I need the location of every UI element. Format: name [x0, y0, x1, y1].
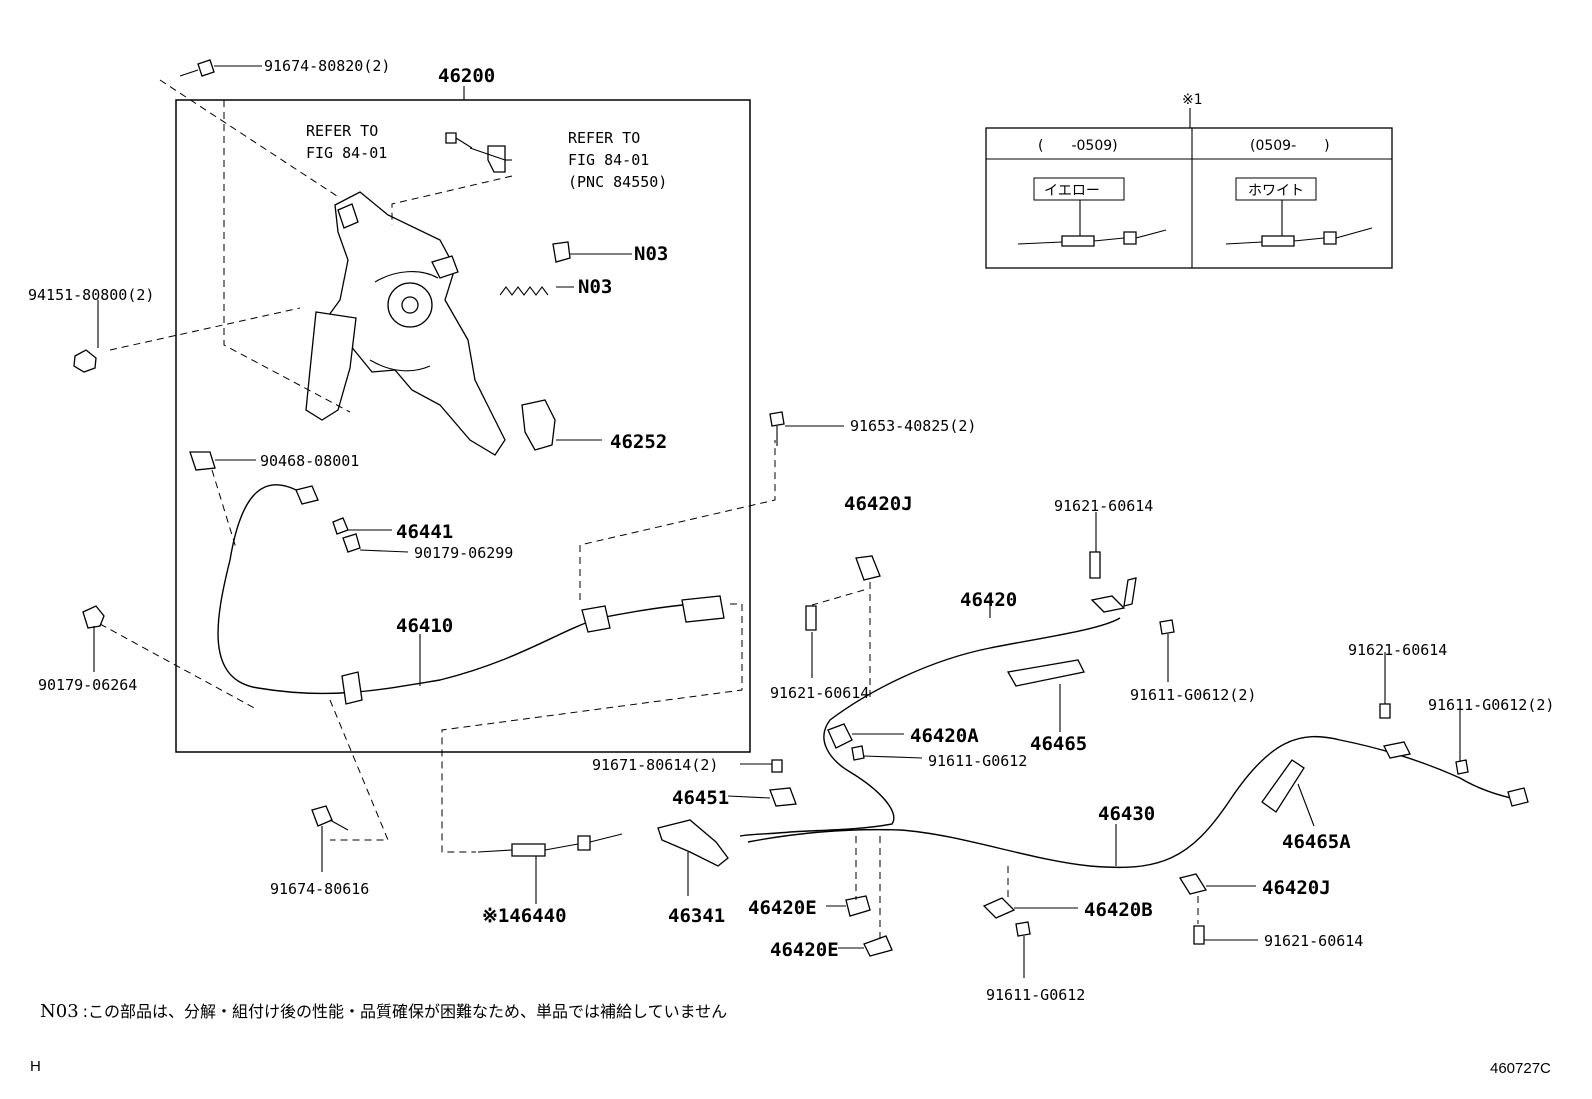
label-46441: 46441: [396, 521, 453, 543]
label-46420: 46420: [960, 589, 1017, 611]
label-91671-80614: 91671-80614(2): [592, 756, 718, 774]
label-90179-06299: 90179-06299: [414, 544, 513, 562]
inset-mark: ※1: [1182, 92, 1203, 108]
bolt-91611-G0612-2b: [1455, 759, 1469, 775]
corner-left-code: H: [30, 1058, 41, 1075]
label-46420E-b: 46420E: [770, 939, 839, 961]
leader-lines: [93, 65, 1461, 978]
label-46420J-top: 46420J: [844, 493, 913, 515]
label-91674-80820: 91674-80820(2): [264, 57, 390, 75]
label-46420B: 46420B: [1084, 899, 1153, 921]
label-46465A: 46465A: [1282, 831, 1351, 853]
adjuster-46441: [295, 485, 319, 505]
cable-46440: [477, 833, 623, 857]
label-n03-b: N03: [578, 276, 612, 298]
label-91653-40825: 91653-40825(2): [850, 417, 976, 435]
label-pnc-84550: (PNC 84550): [568, 173, 667, 191]
label-46200: 46200: [438, 65, 495, 87]
bracket-46451: [769, 787, 797, 807]
label-46440: ※146440: [482, 905, 567, 927]
clamp-46420B: [982, 897, 1016, 919]
cable-46410: [217, 484, 721, 695]
bolt-90179-06264: [82, 605, 105, 629]
bolt-91621-60614-c: [1379, 703, 1391, 719]
label-46420J-bottom: 46420J: [1262, 877, 1331, 899]
bolt-91611-G0612-a: [851, 745, 865, 761]
label-91621-60614-c: 91621-60614: [1348, 641, 1447, 659]
label-46420A: 46420A: [910, 725, 979, 747]
label-refer-to-2: REFER TO: [568, 129, 640, 147]
nut-90179-06299: [342, 533, 361, 553]
clamp-46420A: [827, 723, 853, 749]
inset-cable-white: [1225, 227, 1373, 247]
inset-col1-tag: イエロー: [1044, 183, 1100, 199]
boot-46465: [1006, 659, 1085, 687]
inset-cable-yellow: [1017, 229, 1167, 247]
label-46410: 46410: [396, 615, 453, 637]
label-46451: 46451: [672, 787, 729, 809]
label-91611-G0612-2a: 91611-G0612(2): [1130, 686, 1256, 704]
stopper-n03: [552, 241, 571, 263]
bolt-91611-G0612-2a: [1159, 619, 1175, 635]
label-46430: 46430: [1098, 803, 1155, 825]
label-91621-60614-d: 91621-60614: [1264, 932, 1363, 950]
label-46341: 46341: [668, 905, 725, 927]
footnote-text: :この部品は、分解・組付け後の性能・品質確保が困難なため、単品では補給していませ…: [82, 1002, 728, 1021]
bolt-91621-60614-a: [805, 605, 817, 631]
cable-clip-90468-08001: [189, 451, 216, 471]
variant-inset-table: ※1 ( -0509) (0509- ) イエロー ホワイト: [985, 92, 1393, 269]
cable-46420: [739, 617, 1121, 837]
bolt-91611-G0612-b: [1015, 921, 1031, 937]
cushion-46252: [521, 399, 556, 451]
label-91611-G0612-a: 91611-G0612: [928, 752, 1027, 770]
bolt-91671-80614: [771, 759, 783, 773]
grommet-46420E-a: [845, 895, 871, 917]
nut-94151-80800: [73, 349, 97, 373]
label-90468-08001: 90468-08001: [260, 452, 359, 470]
label-fig-84-01-1: FIG 84-01: [306, 144, 387, 162]
label-91621-60614-b: 91621-60614: [770, 684, 869, 702]
bolt-91674-80820: [179, 59, 215, 77]
label-46465: 46465: [1030, 733, 1087, 755]
clamp-46420J-lower: [1178, 873, 1208, 895]
label-90179-06264: 90179-06264: [38, 676, 137, 694]
label-46420E-a: 46420E: [748, 897, 817, 919]
footnote-n03: N03:この部品は、分解・組付け後の性能・品質確保が困難なため、単品では補給して…: [40, 998, 727, 1022]
assembly-46200-frame: [175, 99, 751, 753]
bolt-91653-40825: [769, 411, 785, 446]
label-refer-to-1: REFER TO: [306, 122, 378, 140]
label-91621-60614-a: 91621-60614: [1054, 497, 1153, 515]
label-91611-G0612-b: 91611-G0612: [986, 986, 1085, 1004]
inset-col2-header: (0509- ): [1250, 138, 1330, 154]
bolt-refer-fig-84-01: [445, 132, 473, 149]
bolt-91674-80616: [311, 805, 349, 831]
grommet-46420E-b: [863, 935, 893, 957]
part-labels: 91674-80820(2) 46200 REFER TO FIG 84-01 …: [28, 57, 1554, 1004]
bracket-46341: [657, 819, 729, 867]
cable-46430: [747, 735, 1521, 869]
illustration-number: 460727C: [1490, 1060, 1551, 1077]
inset-col1-header: ( -0509): [1038, 138, 1118, 154]
footnote-code: N03: [40, 1001, 79, 1022]
label-91674-80616: 91674-80616: [270, 880, 369, 898]
boot-46465A: [1261, 759, 1305, 813]
inset-col2-tag: ホワイト: [1248, 183, 1304, 199]
label-91611-G0612-2b: 91611-G0612(2): [1428, 696, 1554, 714]
bolt-91621-60614-b: [1089, 551, 1101, 579]
label-fig-84-01-2: FIG 84-01: [568, 151, 649, 169]
switch-pnc-84550: [487, 145, 506, 173]
bolt-91621-60614-d: [1193, 925, 1205, 945]
label-n03-a: N03: [634, 243, 668, 265]
label-94151-80800: 94151-80800(2): [28, 286, 154, 304]
label-46252: 46252: [610, 431, 667, 453]
pedal-bracket-assembly: [305, 191, 506, 456]
spring-n03: [499, 286, 549, 296]
clamp-46420J-upper: [855, 555, 881, 581]
